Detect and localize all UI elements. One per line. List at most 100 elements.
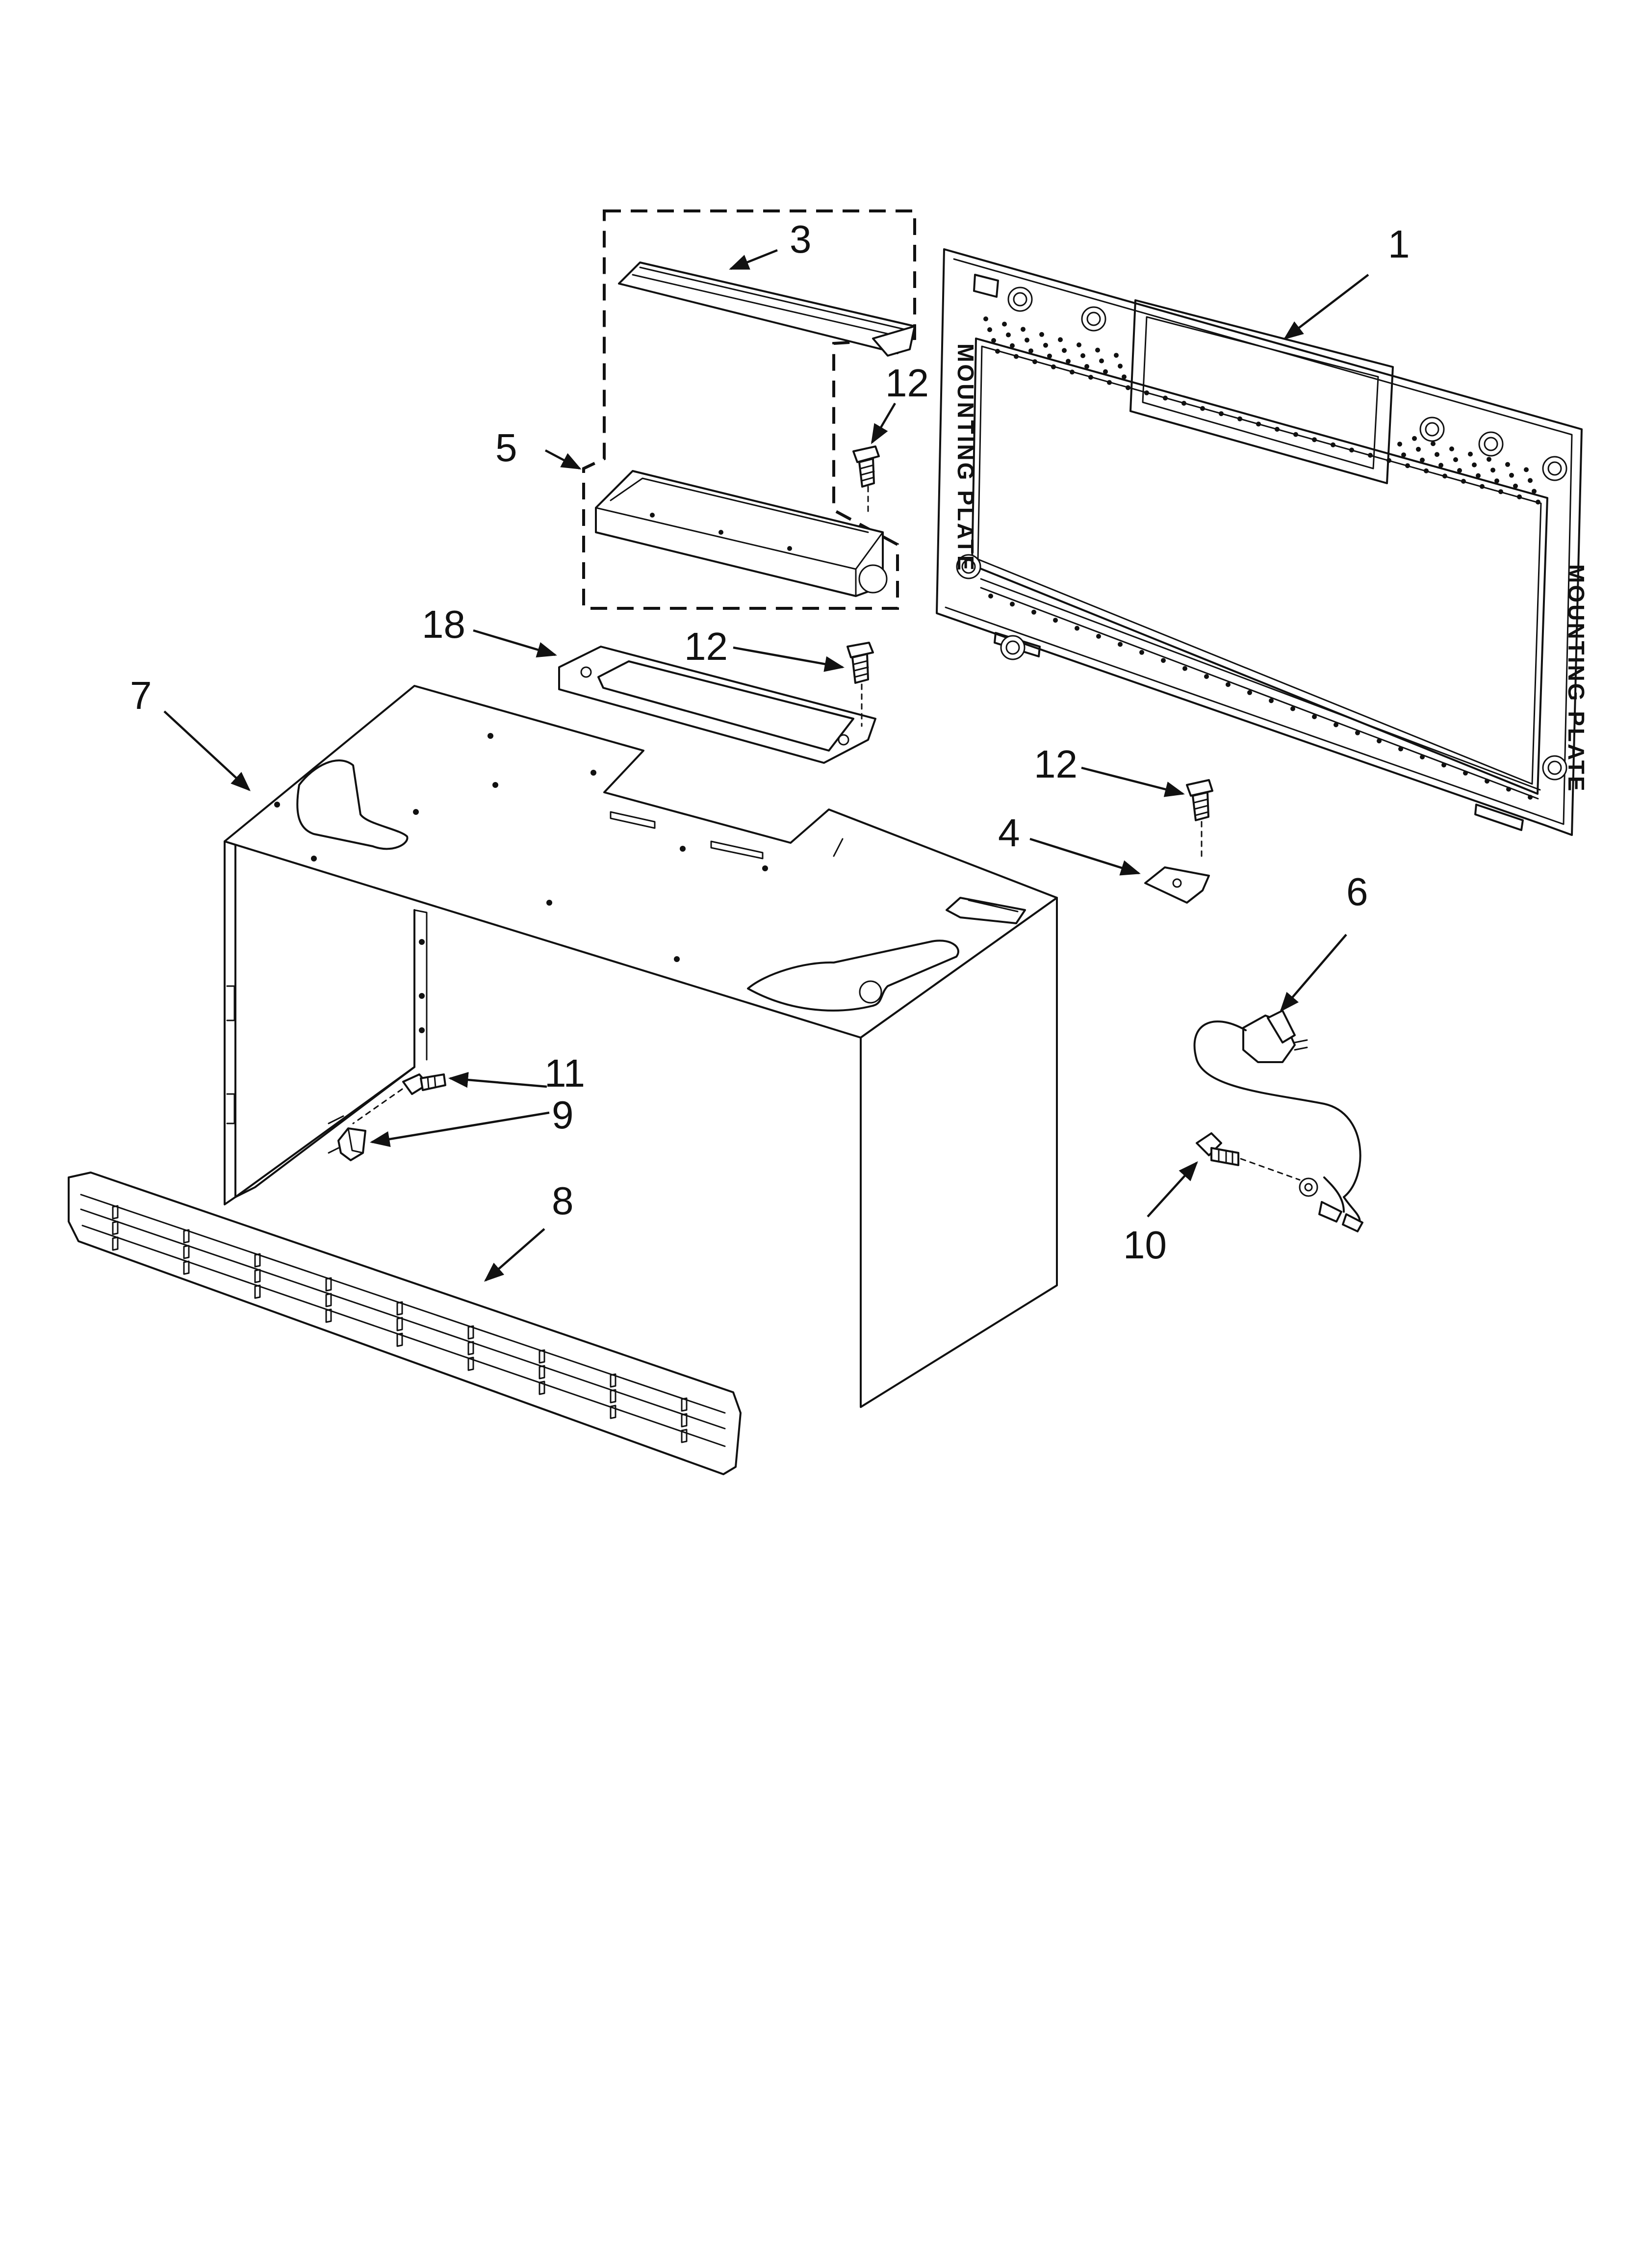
plate-perforation xyxy=(1269,698,1274,704)
plate-hole-inner xyxy=(1013,292,1027,307)
grille-slot xyxy=(681,1429,688,1443)
plate-perforation xyxy=(1416,446,1421,452)
leader-4 xyxy=(1029,837,1141,876)
plate-perforation xyxy=(1435,452,1439,457)
mounting-plate: MOUNTING PLATE MOUNTING PLATE xyxy=(936,248,1589,836)
plate-hole-inner xyxy=(1086,312,1101,326)
leader-12a xyxy=(871,402,896,444)
plate-perforation xyxy=(1051,364,1056,369)
plate-perforation xyxy=(1457,468,1462,473)
plate-perforation xyxy=(1099,358,1104,364)
plate-perforation xyxy=(1536,499,1540,505)
grille-slot xyxy=(610,1373,616,1388)
plate-perforation xyxy=(1126,385,1130,391)
screw-11 xyxy=(352,1073,446,1124)
plate-perforation xyxy=(1506,786,1511,792)
grille-slot xyxy=(610,1389,616,1404)
plate-perforation xyxy=(1355,730,1360,735)
plate-perforation xyxy=(1014,354,1019,359)
plate-perforation xyxy=(1226,682,1231,687)
plate-perforation xyxy=(1107,380,1112,385)
grille-slot xyxy=(539,1349,545,1364)
leader-11 xyxy=(448,1071,547,1088)
plate-perforation xyxy=(1075,626,1079,631)
plate-perforation xyxy=(1058,337,1063,342)
grille-slot xyxy=(325,1277,332,1292)
grille-slot xyxy=(183,1245,190,1259)
callout-4: 4 xyxy=(998,811,1020,855)
plate-perforation xyxy=(1006,332,1011,338)
plate-perforation xyxy=(1377,738,1382,744)
plate-perforation xyxy=(1498,489,1503,495)
plate-perforation xyxy=(1031,609,1036,615)
plate-perforation xyxy=(1472,462,1477,468)
plate-perforation xyxy=(1103,369,1108,374)
grille-slot xyxy=(112,1236,119,1251)
plate-perforation xyxy=(1463,770,1468,776)
leader-8 xyxy=(484,1228,545,1282)
plate-perforation xyxy=(1070,369,1075,375)
plate-perforation xyxy=(1528,478,1533,483)
plate-perforation xyxy=(1494,478,1499,484)
plate-perforation xyxy=(1505,462,1510,467)
callout-12a: 12 xyxy=(885,361,929,405)
grille-slot xyxy=(325,1308,332,1323)
plate-perforation xyxy=(1442,473,1447,479)
plate-perforation xyxy=(1118,364,1123,369)
plate-perforation xyxy=(1237,416,1242,421)
small-bracket xyxy=(1144,866,1210,904)
plate-perforation xyxy=(1066,359,1071,364)
callout-12b: 12 xyxy=(684,625,728,668)
leader-12b xyxy=(733,646,845,672)
plate-perforation xyxy=(1524,467,1529,472)
plate-perforation xyxy=(1118,642,1123,647)
plate-hole-inner xyxy=(1425,422,1439,437)
screw-12c xyxy=(1186,779,1213,862)
plate-perforation xyxy=(1420,755,1425,759)
plate-perforation xyxy=(995,349,1000,354)
plate-perforation xyxy=(987,327,992,332)
screw-12a xyxy=(852,445,880,516)
plate-perforation xyxy=(1043,342,1048,348)
grille-slot xyxy=(183,1260,190,1275)
plate-perforation xyxy=(1509,472,1514,478)
grille-slot xyxy=(539,1381,545,1395)
plate-perforation xyxy=(1181,401,1186,406)
callout-8: 8 xyxy=(552,1179,574,1223)
plate-perforation xyxy=(1096,634,1101,639)
plate-perforation xyxy=(1490,468,1495,473)
plate-perforation xyxy=(1114,353,1119,358)
leader-1 xyxy=(1283,274,1369,340)
plate-perforation xyxy=(1122,374,1127,380)
plate-perforation xyxy=(1290,706,1295,711)
plate-perforation xyxy=(1256,421,1261,427)
plate-stencil-right: MOUNTING PLATE xyxy=(1564,564,1589,793)
plate-perforation xyxy=(1424,468,1429,473)
callout-7: 7 xyxy=(130,674,152,717)
callout-labels: 1 3 5 12 18 12 7 12 4 6 11 9 8 10 xyxy=(130,217,1410,1267)
plate-perforation xyxy=(983,316,988,321)
grille-slot xyxy=(112,1221,119,1235)
plate-perforation xyxy=(1010,601,1015,607)
leader-lines xyxy=(163,249,1369,1282)
leader-18 xyxy=(473,629,557,658)
plate-perforation xyxy=(1010,343,1015,348)
damper-strip xyxy=(618,261,916,357)
callout-12c: 12 xyxy=(1034,742,1078,786)
plate-perforation xyxy=(1517,494,1522,499)
plate-hole-inner xyxy=(1547,461,1562,476)
plate-perforation xyxy=(1431,441,1436,446)
vent-gasket xyxy=(558,646,876,764)
plate-hole-inner xyxy=(1484,437,1498,451)
plate-perforation xyxy=(1420,457,1425,463)
grille-slot xyxy=(254,1284,261,1299)
grille-slot xyxy=(254,1269,261,1283)
plate-perforation xyxy=(1053,618,1058,623)
plate-perforation xyxy=(1412,436,1417,441)
plate-perforation xyxy=(1080,353,1085,358)
vent-housing xyxy=(595,470,888,597)
grille-slot xyxy=(396,1332,403,1347)
plate-perforation xyxy=(1293,432,1298,437)
plate-perforation xyxy=(1144,390,1149,395)
leader-10 xyxy=(1147,1161,1198,1218)
